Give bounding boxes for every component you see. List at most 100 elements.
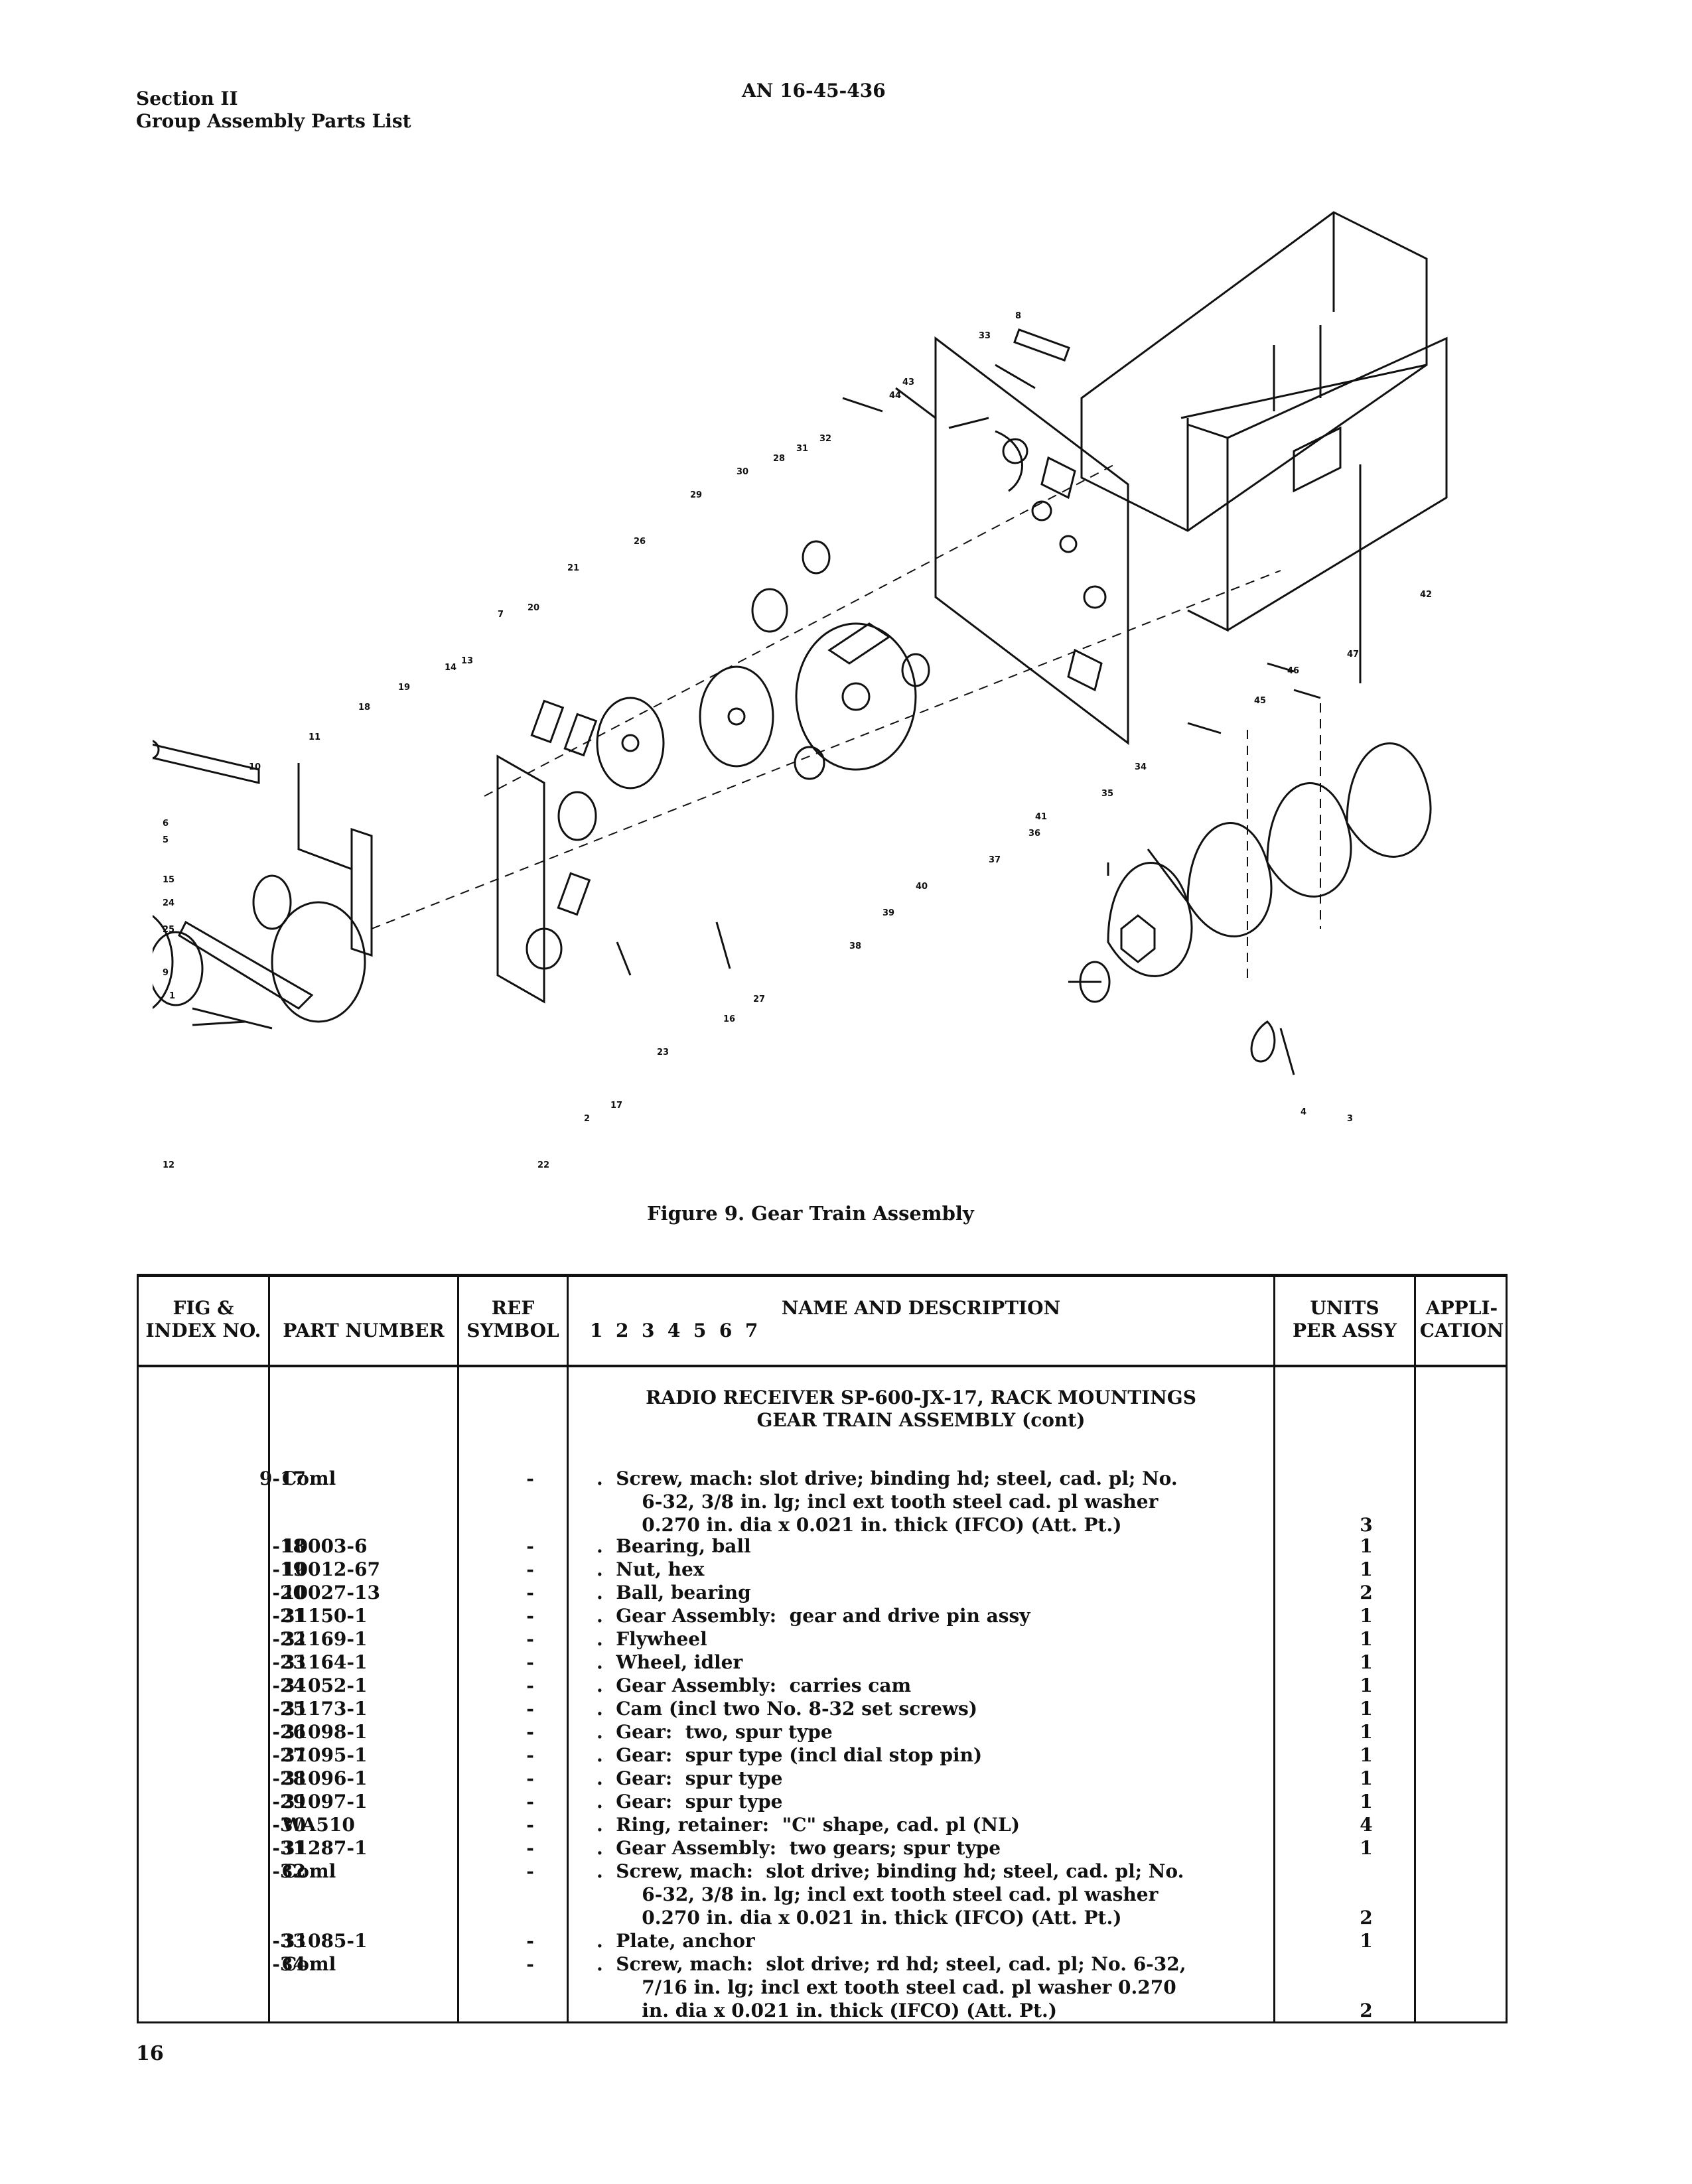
column-rule — [567, 1277, 569, 2021]
ref-symbol-cell: - — [526, 1837, 534, 1859]
callout-46: 46 — [1287, 666, 1299, 676]
ref-symbol-cell: - — [526, 1605, 534, 1627]
ref-symbol-cell: - — [526, 1721, 534, 1743]
column-rule — [1273, 1277, 1275, 2021]
callout-7: 7 — [498, 610, 504, 620]
part-number-cell: Coml — [282, 1467, 336, 1489]
callout-36: 36 — [1028, 829, 1040, 839]
drawing-lines — [92, 211, 1448, 1075]
section-label: Section II — [136, 88, 238, 109]
units-cell: 1 — [1360, 1698, 1373, 1720]
ref-symbol-cell: - — [526, 1651, 534, 1673]
callout-2: 2 — [584, 1114, 590, 1124]
units-cell: 2 — [1360, 1907, 1373, 1929]
fig-index-cell: -18 — [272, 1535, 306, 1557]
callout-17: 17 — [610, 1101, 622, 1111]
description-cell: . Cam (incl two No. 8-32 set screws) — [597, 1698, 978, 1720]
ref-symbol-cell: - — [526, 1628, 534, 1650]
callout-6: 6 — [163, 819, 169, 829]
fig-index-cell: -31 — [272, 1837, 306, 1859]
callout-35: 35 — [1101, 789, 1113, 799]
part-number-cell: 31150-1 — [282, 1605, 368, 1627]
figure-caption: Figure 9. Gear Train Assembly — [647, 1202, 974, 1225]
description-cell: . Screw, mach: slot drive; rd hd; steel,… — [597, 1953, 1186, 2021]
callout-21: 21 — [567, 563, 579, 573]
fig-index-cell: -22 — [272, 1628, 306, 1650]
description-cell: . Ball, bearing — [597, 1582, 751, 1604]
units-cell: 1 — [1360, 1605, 1373, 1627]
fig-index-cell: -23 — [272, 1651, 306, 1673]
page-number: 16 — [136, 2042, 164, 2065]
callout-11: 11 — [309, 732, 320, 742]
part-number-cell: 31085-1 — [282, 1930, 368, 1952]
callout-22: 22 — [537, 1160, 549, 1170]
description-cell: . Screw, mach: slot drive; binding hd; s… — [597, 1860, 1184, 1929]
callout-41: 41 — [1035, 812, 1047, 822]
callout-42: 42 — [1420, 590, 1432, 600]
group-title: RADIO RECEIVER SP-600-JX-17, RACK MOUNTI… — [646, 1387, 1196, 1431]
description-cell: . Flywheel — [597, 1628, 707, 1650]
fig-index-cell: -29 — [272, 1791, 306, 1812]
description-cell: . Gear Assembly: gear and drive pin assy — [597, 1605, 1030, 1627]
units-cell: 1 — [1360, 1837, 1373, 1859]
parts-list-table: FIG & INDEX NO. PART NUMBER REF SYMBOL N… — [137, 1274, 1508, 2023]
col-part-number: PART NUMBER — [283, 1320, 445, 1341]
part-number-cell: 31098-1 — [282, 1721, 368, 1743]
part-number-cell: 31164-1 — [282, 1651, 368, 1673]
ref-symbol-cell: - — [526, 1814, 534, 1836]
callout-30: 30 — [737, 467, 748, 477]
ref-symbol-cell: - — [526, 1535, 534, 1557]
fig-index-cell: -33 — [272, 1930, 306, 1952]
units-cell: 1 — [1360, 1535, 1373, 1557]
units-cell: 2 — [1360, 2000, 1373, 2021]
ref-symbol-cell: - — [526, 1767, 534, 1789]
description-cell: . Nut, hex — [597, 1558, 705, 1580]
part-number-cell: 10003-6 — [282, 1535, 368, 1557]
units-cell: 1 — [1360, 1558, 1373, 1580]
description-cell: . Plate, anchor — [597, 1930, 755, 1952]
callout-37: 37 — [989, 855, 1001, 865]
document-number: AN 16-45-436 — [742, 80, 886, 102]
fig-index-cell: -28 — [272, 1767, 306, 1789]
callout-31: 31 — [796, 444, 808, 454]
callout-14: 14 — [445, 663, 457, 673]
callout-19: 19 — [398, 683, 410, 693]
ref-symbol-cell: - — [526, 1674, 534, 1696]
units-cell: 3 — [1360, 1514, 1373, 1536]
units-cell: 1 — [1360, 1767, 1373, 1789]
fig-index-cell: -20 — [272, 1582, 306, 1604]
col-ref-symbol: REF SYMBOL — [466, 1297, 559, 1341]
callout-5: 5 — [163, 835, 169, 845]
callout-4: 4 — [1301, 1107, 1306, 1117]
units-cell: 1 — [1360, 1651, 1373, 1673]
callout-23: 23 — [657, 1048, 669, 1058]
column-rule — [457, 1277, 459, 2021]
ref-symbol-cell: - — [526, 1744, 534, 1766]
callout-1: 1 — [169, 991, 175, 1001]
ref-symbol-cell: - — [526, 1930, 534, 1952]
description-cell: . Screw, mach: slot drive; binding hd; s… — [597, 1467, 1178, 1536]
callout-16: 16 — [723, 1014, 735, 1024]
callout-18: 18 — [358, 703, 370, 713]
fig-index-cell: -27 — [272, 1744, 306, 1766]
callout-44: 44 — [889, 391, 901, 401]
fig-index-cell: -25 — [272, 1698, 306, 1720]
units-cell: 4 — [1360, 1814, 1373, 1836]
ref-symbol-cell: - — [526, 1467, 534, 1489]
description-cell: . Ring, retainer: "C" shape, cad. pl (NL… — [597, 1814, 1020, 1836]
part-number-cell: 31287-1 — [282, 1837, 368, 1859]
section-header: Section II Group Assembly Parts List — [136, 88, 411, 133]
column-rule — [268, 1277, 270, 2021]
callout-29: 29 — [690, 490, 702, 500]
callout-27: 27 — [753, 994, 765, 1004]
fig-index-cell: -30 — [272, 1814, 306, 1836]
description-cell: . Gear Assembly: carries cam — [597, 1674, 912, 1696]
callout-12: 12 — [163, 1160, 175, 1170]
part-number-cell: Coml — [282, 1953, 336, 1975]
col-name-description: NAME AND DESCRIPTION — [781, 1297, 1061, 1319]
callout-38: 38 — [849, 941, 861, 951]
description-cell: . Gear: two, spur type — [597, 1721, 833, 1743]
part-number-cell: 31096-1 — [282, 1767, 368, 1789]
ref-symbol-cell: - — [526, 1953, 534, 1975]
